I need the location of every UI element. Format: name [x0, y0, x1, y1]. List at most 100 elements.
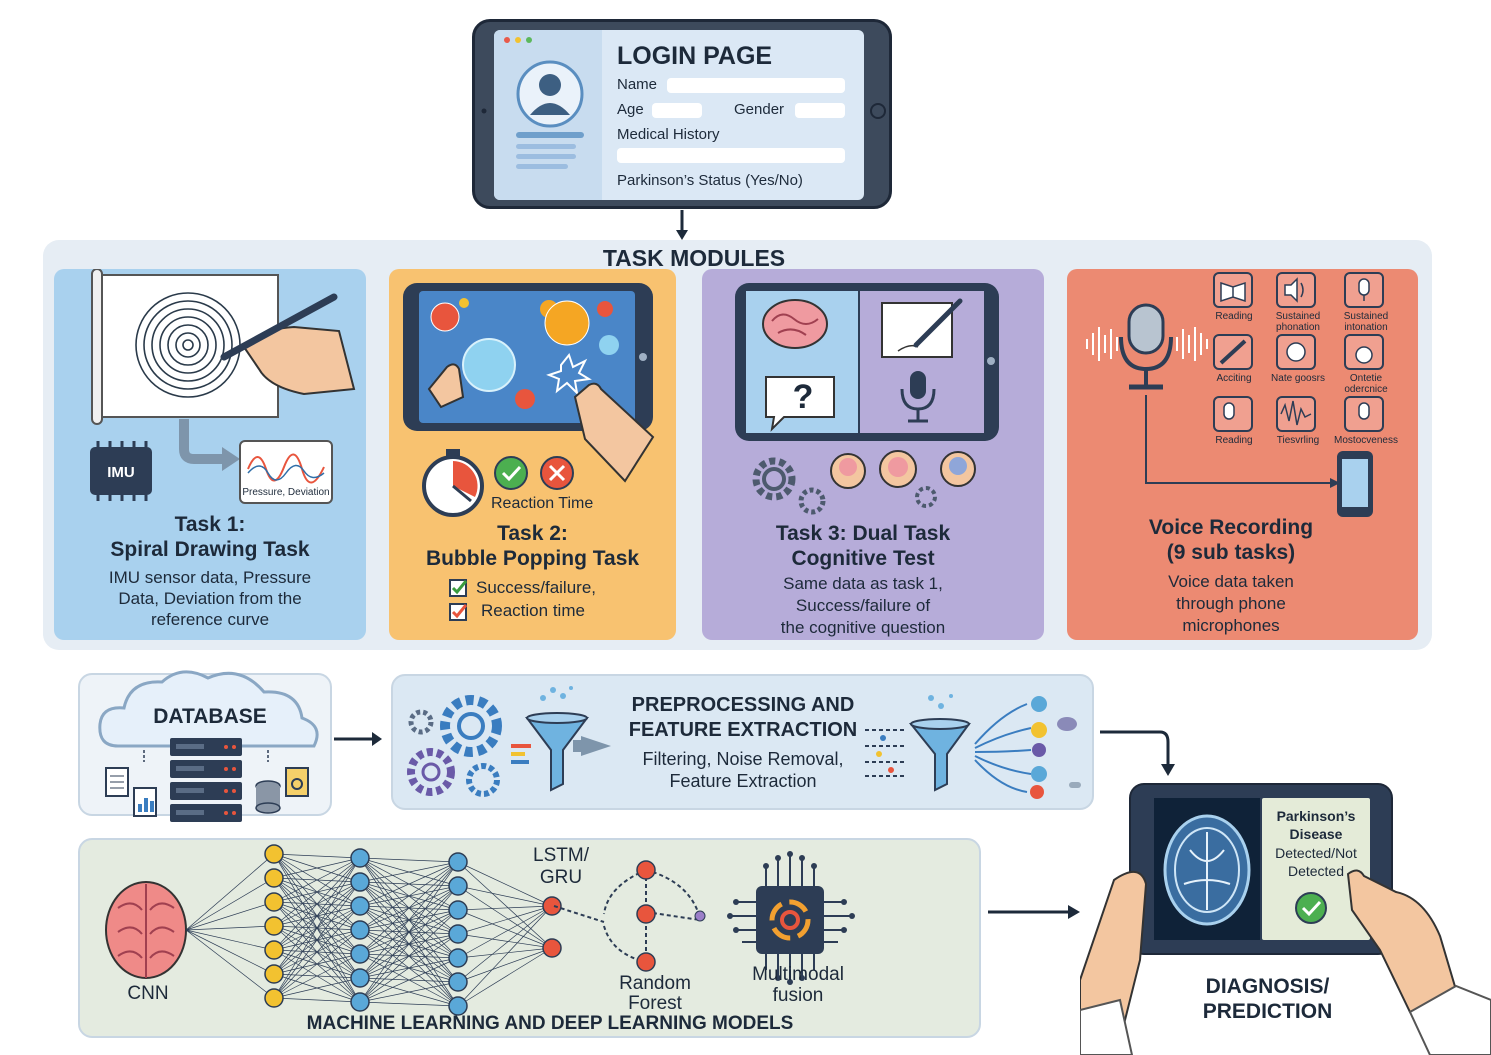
nn-edge [273, 857, 361, 903]
cnn-label: CNN [127, 983, 169, 1004]
task4-title-line1: Voice Recording [1148, 516, 1314, 539]
dots-icon [540, 686, 573, 701]
feature-dots [1030, 696, 1081, 799]
funnel-icon [525, 712, 589, 792]
mm-label-line1: Multimodal [752, 964, 844, 985]
preprocessing-illustration [407, 686, 1081, 799]
bubble[interactable] [462, 338, 516, 392]
task4-desc-line3: microphones [1182, 616, 1280, 635]
age-label: Age [617, 101, 644, 118]
nn-edge [359, 857, 459, 863]
gender-field[interactable] [795, 103, 845, 118]
profile-line [516, 154, 576, 159]
ml-models-panel [78, 838, 981, 1038]
nn-node [264, 868, 284, 888]
nn-node [542, 938, 562, 958]
subtask-label: Ontetie odercnice [1344, 373, 1388, 395]
checklist-icons [449, 579, 468, 621]
bubble[interactable] [515, 389, 535, 409]
subtask-icon-grid [1213, 272, 1384, 432]
window-dot-green [526, 37, 532, 43]
result-panel [1262, 798, 1370, 940]
sound-wave-right-icon [1176, 327, 1208, 361]
profile-line [516, 132, 584, 138]
gear-icon [798, 487, 826, 515]
funnel-icon [908, 718, 971, 792]
gear-icon [466, 763, 500, 797]
nn-edge [185, 929, 275, 975]
nn-edge [273, 905, 361, 999]
subtask-label: Nate goosrs [1271, 373, 1325, 384]
bubble[interactable] [599, 335, 619, 355]
gear-icon [915, 486, 937, 508]
hand-pen-icon [220, 293, 356, 396]
nn-edge [359, 909, 459, 1003]
task4-illustration [1086, 272, 1384, 517]
server-stack-icon [170, 738, 242, 822]
task1-title-line2: Spiral Drawing Task [110, 538, 310, 561]
nn-edge [359, 957, 459, 1003]
diagnosis-label-line2: PREDICTION [1202, 1000, 1333, 1023]
nn-node [350, 968, 370, 988]
bubble[interactable] [459, 298, 469, 308]
nn-edge [273, 857, 361, 999]
nn-node [542, 896, 562, 916]
bar-chart-file-icon [133, 787, 157, 817]
nn-edge [359, 861, 459, 955]
flow-arrow [179, 419, 222, 464]
brain-icon [105, 881, 187, 979]
nn-edge [185, 929, 275, 951]
lstm-link [553, 905, 605, 923]
head-brain-icon [940, 451, 976, 487]
brain-mri-icon [1163, 814, 1251, 926]
forest-node [636, 904, 656, 924]
chip-icon [727, 851, 855, 985]
age-field[interactable] [652, 103, 702, 118]
gear-icon [440, 695, 502, 757]
preprocessing-title-line1: PREPROCESSING AND [631, 694, 855, 716]
arrow-head [1330, 478, 1340, 488]
arrow-head [372, 732, 382, 746]
login-title: LOGIN PAGE [617, 42, 773, 70]
document-icon [105, 767, 129, 797]
imu-label: IMU [107, 464, 135, 481]
task4-desc-line1: Voice data taken [1168, 572, 1294, 591]
hand-right-icon [1346, 869, 1458, 1014]
medical-history-field[interactable] [617, 148, 845, 163]
paper-roll [91, 269, 103, 425]
bubble[interactable] [597, 301, 613, 317]
subtask-label: Sustained phonation [1275, 311, 1321, 333]
nn-edge [359, 861, 459, 1003]
rf-label-line2: Forest [628, 993, 682, 1014]
bubble[interactable] [544, 300, 590, 346]
nn-edge [185, 929, 275, 999]
nn-node [448, 924, 468, 944]
result-line4: Detected [1287, 863, 1345, 879]
name-field[interactable] [667, 78, 845, 93]
task2-title-line1: Task 2: [497, 522, 568, 545]
check-circle-icon [1295, 892, 1327, 924]
pop-burst-icon [546, 352, 592, 396]
nn-edge [273, 853, 361, 859]
subtask-label: Sustained intonation [1343, 311, 1389, 333]
nn-node [264, 892, 284, 912]
result-line2: Disease [1289, 826, 1343, 842]
bubble[interactable] [430, 302, 460, 332]
parkinsons-status-label: Parkinson’s Status (Yes/No) [617, 172, 803, 189]
nn-edge [457, 905, 553, 1007]
brain-icon [762, 299, 828, 349]
task1-desc-line3: reference curve [150, 610, 270, 629]
login-decor [481, 37, 886, 169]
nn-node [448, 852, 468, 872]
nn-edge [273, 977, 361, 999]
head-brain-icon [879, 450, 917, 488]
nn-node [350, 944, 370, 964]
head-brain-icon [830, 453, 866, 489]
x-circle-icon [540, 456, 574, 490]
nn-node [350, 992, 370, 1012]
nn-edge [457, 947, 553, 959]
task1-desc-line1: IMU sensor data, Pressure [108, 568, 312, 587]
nn-edge [273, 929, 361, 999]
task2-title-line2: Bubble Popping Task [425, 547, 640, 570]
